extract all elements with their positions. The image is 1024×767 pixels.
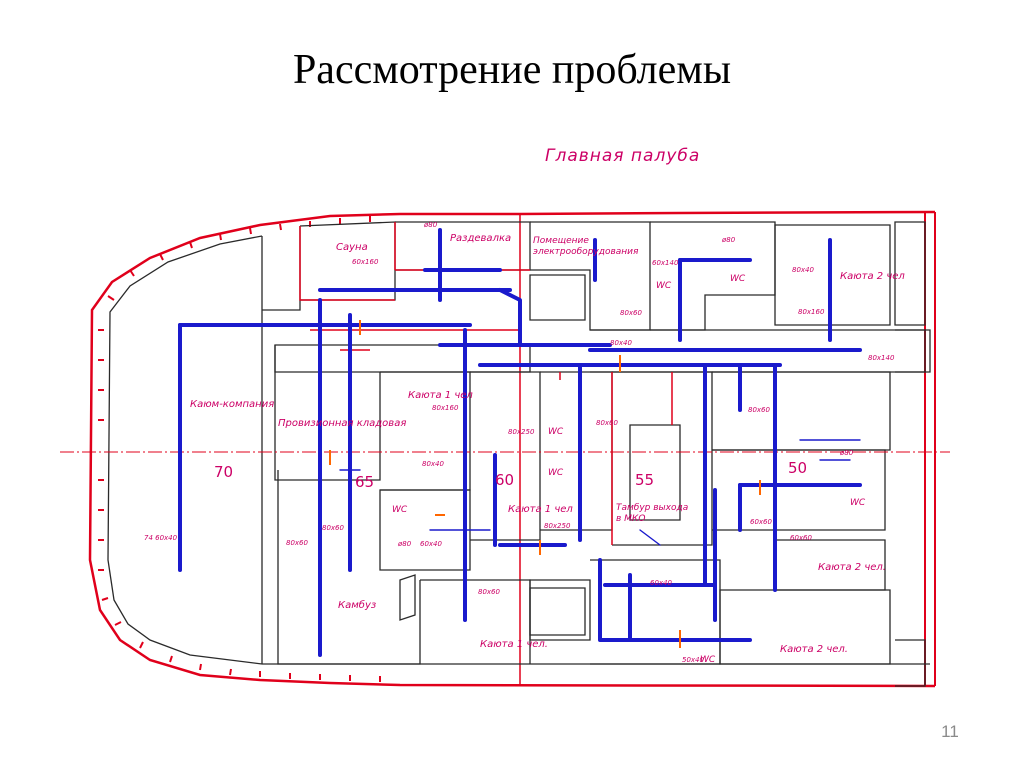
duct-size-label: 80х250	[544, 522, 571, 530]
duct-size-label: 80х250	[508, 428, 535, 436]
frame-number-55: 55	[635, 471, 654, 489]
wc-labels: WC WC WC WC WC WC WC	[392, 274, 866, 665]
duct-size-label: 80х140	[868, 354, 895, 362]
duct-size-label: 50х40	[682, 656, 705, 664]
duct-size-label: ø80	[423, 221, 438, 229]
wc-label: WC	[656, 281, 672, 291]
duct-size-label: 80х40	[792, 266, 815, 274]
frame-number-70: 70	[214, 463, 233, 481]
frame-number-60: 60	[495, 471, 514, 489]
room-vestibule-2: в МКО	[616, 514, 645, 524]
room-galley: Камбуз	[338, 599, 376, 611]
deck-title: Главная палуба	[545, 146, 700, 166]
room-equipment-2: электрооборудования	[533, 247, 639, 257]
room-cabin-2a: Каюта 2 чел	[840, 271, 905, 282]
interior-walls	[107, 221, 931, 687]
room-cabin-2b: Каюта 2 чел.	[818, 562, 886, 573]
room-cabin-1a: Каюта 1 чел	[408, 390, 473, 401]
wc-label: WC	[700, 655, 716, 665]
slide-title: Рассмотрение проблемы	[292, 47, 732, 93]
duct-size-label: 80х160	[798, 308, 825, 316]
duct-size-label: 80х60	[478, 588, 501, 596]
duct-size-label: 60х40	[650, 579, 673, 587]
room-wardroom: Каюм-компания	[190, 399, 274, 410]
hull-frame-ticks	[98, 212, 936, 686]
room-sauna: Сауна	[336, 242, 368, 253]
wc-label: WC	[392, 505, 408, 515]
room-vestibule-1: Тамбур выхода	[616, 503, 688, 513]
duct-size-label: ø80	[397, 540, 412, 548]
wc-label: WC	[730, 274, 746, 284]
hull-outline	[88, 210, 936, 688]
duct-fittings	[329, 320, 761, 648]
room-changing: Раздевалка	[450, 233, 511, 244]
duct-size-label: 80х40	[422, 460, 445, 468]
duct-size-label: 80х60	[596, 419, 619, 427]
room-cabin-1c: Каюта 1 чел.	[480, 639, 548, 650]
duct-size-label: 60х60	[790, 534, 813, 542]
frame-number-65: 65	[355, 473, 374, 491]
duct-size-label: 80х60	[620, 309, 643, 317]
duct-size-label: 60х60	[750, 518, 773, 526]
duct-size-label: 60х160	[352, 258, 379, 266]
duct-size-label: 60х140	[652, 259, 679, 267]
duct-size-label: 80х60	[322, 524, 345, 532]
duct-size-labels: ø80 ø80 60х160 60х140 80х160 80х60 80х16…	[144, 221, 895, 664]
wc-label: WC	[548, 427, 564, 437]
room-cabin-1b: Каюта 1 чел	[508, 504, 573, 515]
frame-number-50: 50	[788, 459, 807, 477]
room-equipment-1: Помещение	[533, 236, 589, 246]
room-provision: Провизионная кладовая	[278, 418, 406, 429]
duct-size-label: 60х40	[420, 540, 443, 548]
slide-number: 11	[941, 722, 959, 741]
duct-size-label: 74 60х40	[144, 534, 178, 542]
duct-size-label: 80х160	[432, 404, 459, 412]
duct-size-label: 80х60	[748, 406, 771, 414]
duct-size-label: 80х40	[610, 339, 633, 347]
wc-label: WC	[850, 498, 866, 508]
duct-size-label: ø80	[839, 449, 854, 457]
ventilation-ducts	[178, 228, 862, 657]
duct-size-label: ø80	[721, 236, 736, 244]
wc-label: WC	[548, 468, 564, 478]
duct-size-label: 80х60	[286, 539, 309, 547]
room-cabin-2c: Каюта 2 чел.	[780, 644, 848, 655]
